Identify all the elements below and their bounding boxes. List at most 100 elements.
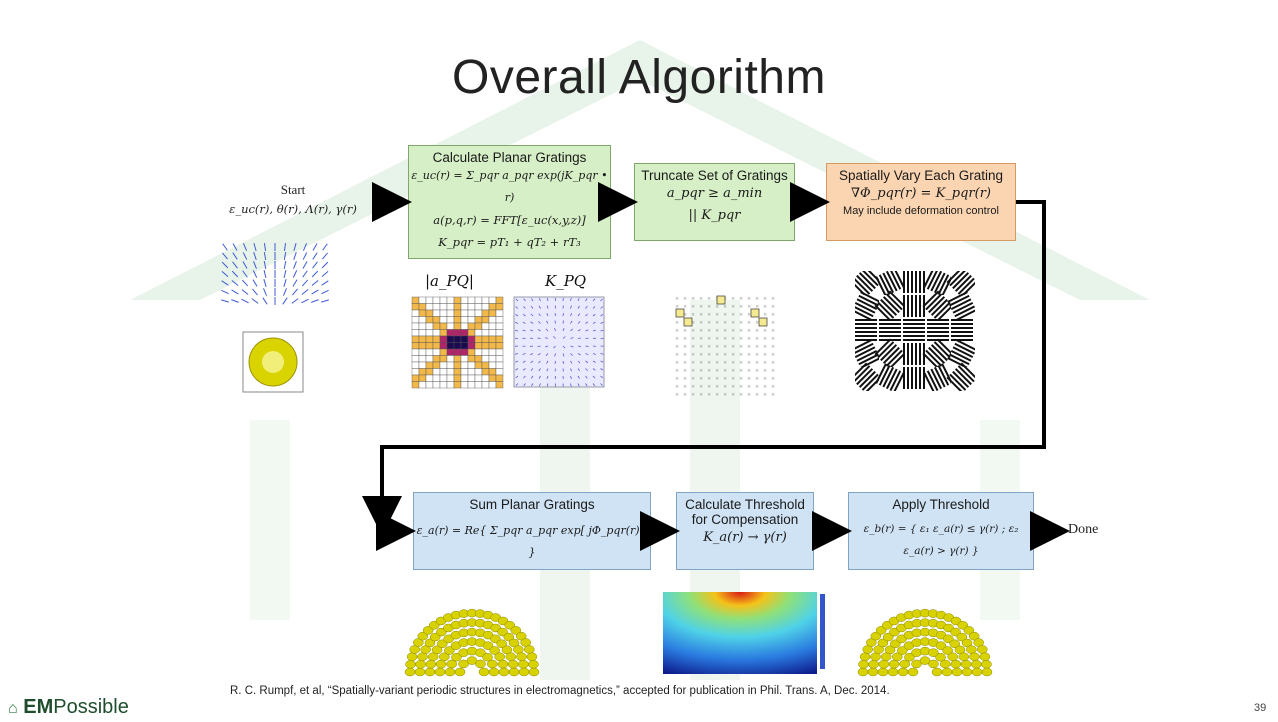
svg-text:×: × [771, 344, 775, 350]
spatially-vary-note: May include deformation control [843, 205, 999, 217]
svg-text:×: × [691, 384, 695, 390]
threshold-map-illustration [663, 592, 825, 674]
apq-grid-illustration [411, 296, 504, 389]
svg-text:×: × [707, 336, 711, 342]
svg-text:×: × [763, 376, 767, 382]
svg-text:×: × [675, 368, 679, 374]
svg-text:×: × [771, 384, 775, 390]
kpq-grid-illustration [513, 296, 605, 388]
svg-text:×: × [755, 320, 759, 326]
svg-text:×: × [771, 352, 775, 358]
svg-text:×: × [739, 344, 743, 350]
svg-text:×: × [675, 360, 679, 366]
svg-text:×: × [675, 376, 679, 382]
svg-text:×: × [771, 336, 775, 342]
svg-text:×: × [699, 320, 703, 326]
svg-text:×: × [731, 360, 735, 366]
svg-text:×: × [707, 384, 711, 390]
svg-text:×: × [699, 344, 703, 350]
logo-bold: EM [23, 696, 54, 718]
svg-text:×: × [707, 304, 711, 310]
calc-planar-title: Calculate Planar Gratings [432, 150, 587, 165]
svg-text:×: × [739, 328, 743, 334]
svg-text:×: × [731, 344, 735, 350]
svg-text:×: × [723, 392, 727, 398]
svg-text:×: × [715, 344, 719, 350]
svg-text:×: × [755, 368, 759, 374]
svg-text:×: × [755, 328, 759, 334]
svg-text:×: × [699, 296, 703, 302]
svg-text:×: × [723, 360, 727, 366]
svg-text:×: × [763, 328, 767, 334]
svg-text:×: × [715, 368, 719, 374]
svg-text:×: × [755, 296, 759, 302]
svg-text:×: × [699, 352, 703, 358]
svg-text:×: × [683, 304, 687, 310]
spatially-vary-title: Spatially Vary Each Grating [838, 168, 1004, 183]
svg-text:×: × [747, 320, 751, 326]
vector-field-illustration [221, 242, 329, 305]
svg-text:×: × [739, 392, 743, 398]
svg-text:×: × [755, 392, 759, 398]
calc-threshold-title: Calculate Threshold [685, 497, 805, 512]
svg-text:×: × [763, 368, 767, 374]
svg-text:×: × [771, 328, 775, 334]
svg-text:×: × [691, 336, 695, 342]
svg-text:×: × [691, 304, 695, 310]
svg-text:×: × [747, 312, 751, 318]
apply-threshold-eq1: ε_b(r) = { ε₁ ε_a(r) ≤ γ(r) ; ε₂ ε_a(r) … [863, 523, 1019, 557]
svg-text:×: × [763, 304, 767, 310]
svg-text:×: × [699, 360, 703, 366]
svg-text:×: × [763, 336, 767, 342]
svg-text:×: × [683, 336, 687, 342]
svg-text:×: × [699, 392, 703, 398]
svg-text:×: × [755, 376, 759, 382]
sum-planar-eq1: ε_a(r) = Re{ Σ_pqr a_pqr exp[ jΦ_pqr(r) … [416, 524, 648, 559]
svg-text:×: × [675, 352, 679, 358]
svg-text:×: × [675, 344, 679, 350]
svg-text:×: × [739, 304, 743, 310]
svg-text:×: × [707, 312, 711, 318]
svg-text:×: × [723, 384, 727, 390]
svg-text:×: × [747, 352, 751, 358]
apply-threshold-title: Apply Threshold [892, 497, 990, 512]
svg-text:×: × [731, 368, 735, 374]
svg-text:×: × [739, 320, 743, 326]
svg-text:×: × [771, 392, 775, 398]
svg-text:×: × [707, 296, 711, 302]
svg-text:×: × [771, 296, 775, 302]
empossible-logo: ⌂ EMPossible [8, 696, 129, 719]
svg-text:×: × [747, 304, 751, 310]
calc-planar-eq3: K_pqr = pT₁ + qT₂ + rT₃ [438, 235, 581, 249]
varied-gratings-illustration [855, 271, 975, 391]
spatially-vary-box: Spatially Vary Each Grating ∇Φ_pqr(r) = … [826, 163, 1016, 241]
svg-text:×: × [707, 320, 711, 326]
svg-text:×: × [699, 304, 703, 310]
svg-text:×: × [739, 384, 743, 390]
truncated-lattice-illustration: × × × × × × × × × × × × × × × × × × × × × × × × × × × × × × × × × × × × × × × ×… [675, 295, 775, 398]
svg-text:×: × [675, 336, 679, 342]
svg-text:×: × [731, 384, 735, 390]
svg-text:×: × [683, 376, 687, 382]
svg-text:×: × [715, 360, 719, 366]
truncate-eq1: a_pqr ≥ a_min [666, 186, 763, 201]
svg-text:×: × [683, 344, 687, 350]
flow-return-line [380, 200, 1046, 524]
svg-text:×: × [755, 304, 759, 310]
svg-text:×: × [755, 360, 759, 366]
citation: R. C. Rumpf, et al, “Spatially-variant p… [230, 685, 890, 697]
done-label: Done [1068, 522, 1099, 537]
svg-text:×: × [715, 304, 719, 310]
svg-text:×: × [699, 336, 703, 342]
truncate-gratings-box: Truncate Set of Gratings a_pqr ≥ a_min |… [634, 163, 795, 241]
calc-planar-eq2: a(p,q,r) = FFT[ε_uc(x,y,z)] [433, 213, 586, 227]
svg-text:×: × [715, 392, 719, 398]
start-block: Start ε_uc(r), θ(r), Λ(r), γ(r) [218, 182, 368, 216]
calc-threshold-box: Calculate Threshold for Compensation K_a… [676, 492, 814, 570]
svg-text:×: × [771, 304, 775, 310]
svg-text:×: × [763, 312, 767, 318]
svg-text:×: × [739, 360, 743, 366]
svg-text:×: × [739, 368, 743, 374]
slide-title: Overall Algorithm [452, 51, 826, 104]
